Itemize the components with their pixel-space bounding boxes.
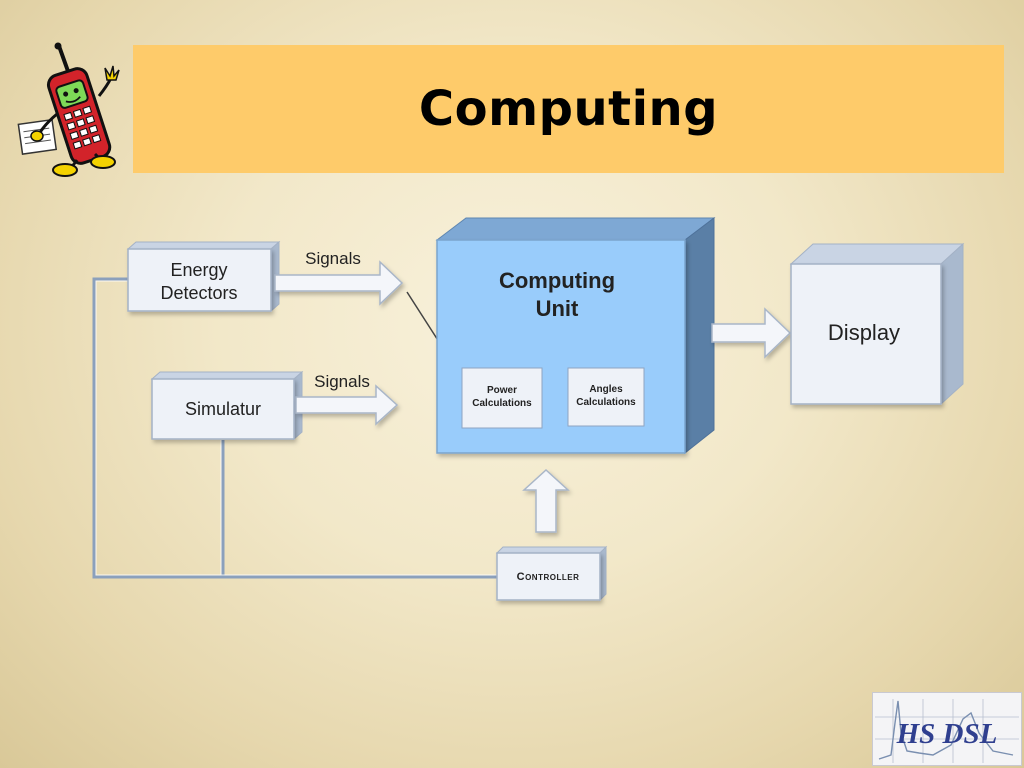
power-calculations-box: Power Calculations <box>461 367 543 429</box>
energy-detectors-label-1: Energy <box>170 260 227 280</box>
power-calculations-label-2: Calculations <box>472 398 532 409</box>
signals-label-top: Signals <box>305 249 361 268</box>
energy-detectors-label-2: Detectors <box>160 283 237 303</box>
arrow-to-display <box>711 307 792 359</box>
title-bar: Computing <box>133 45 1004 173</box>
angles-calculations-label-1: Angles <box>589 384 623 395</box>
angles-calculations-box: Angles Calculations <box>567 367 645 427</box>
computing-unit-label-1: Computing <box>499 268 615 293</box>
phone-mascot-icon <box>17 42 120 177</box>
slide-title: Computing <box>418 81 719 137</box>
hs-dsl-logo-text: HS DSL <box>896 718 998 750</box>
signals-arrow-top <box>274 260 404 306</box>
connector-lines <box>92 277 497 579</box>
display-label: Display <box>828 320 900 345</box>
energy-detectors-box: Energy Detectors <box>126 240 281 313</box>
controller-box: Controller <box>495 545 608 602</box>
simulatur-box: Simulatur <box>150 370 304 441</box>
signals-label-bottom: Signals <box>314 372 370 391</box>
waveform-logo-icon: HS DSL <box>875 699 1019 763</box>
arrow-up-from-controller <box>522 468 570 533</box>
power-calculations-label-1: Power <box>487 385 517 396</box>
computing-unit-label-2: Unit <box>536 296 579 321</box>
simulatur-label: Simulatur <box>185 399 261 419</box>
signals-arrow-bottom <box>295 384 399 426</box>
display-box: Display <box>789 242 965 406</box>
controller-label: Controller <box>517 571 580 583</box>
computing-unit-cube: Computing Unit Power Calculations Angles… <box>435 216 716 455</box>
hs-dsl-logo: HS DSL <box>872 692 1022 766</box>
angles-calculations-label-2: Calculations <box>576 397 636 408</box>
